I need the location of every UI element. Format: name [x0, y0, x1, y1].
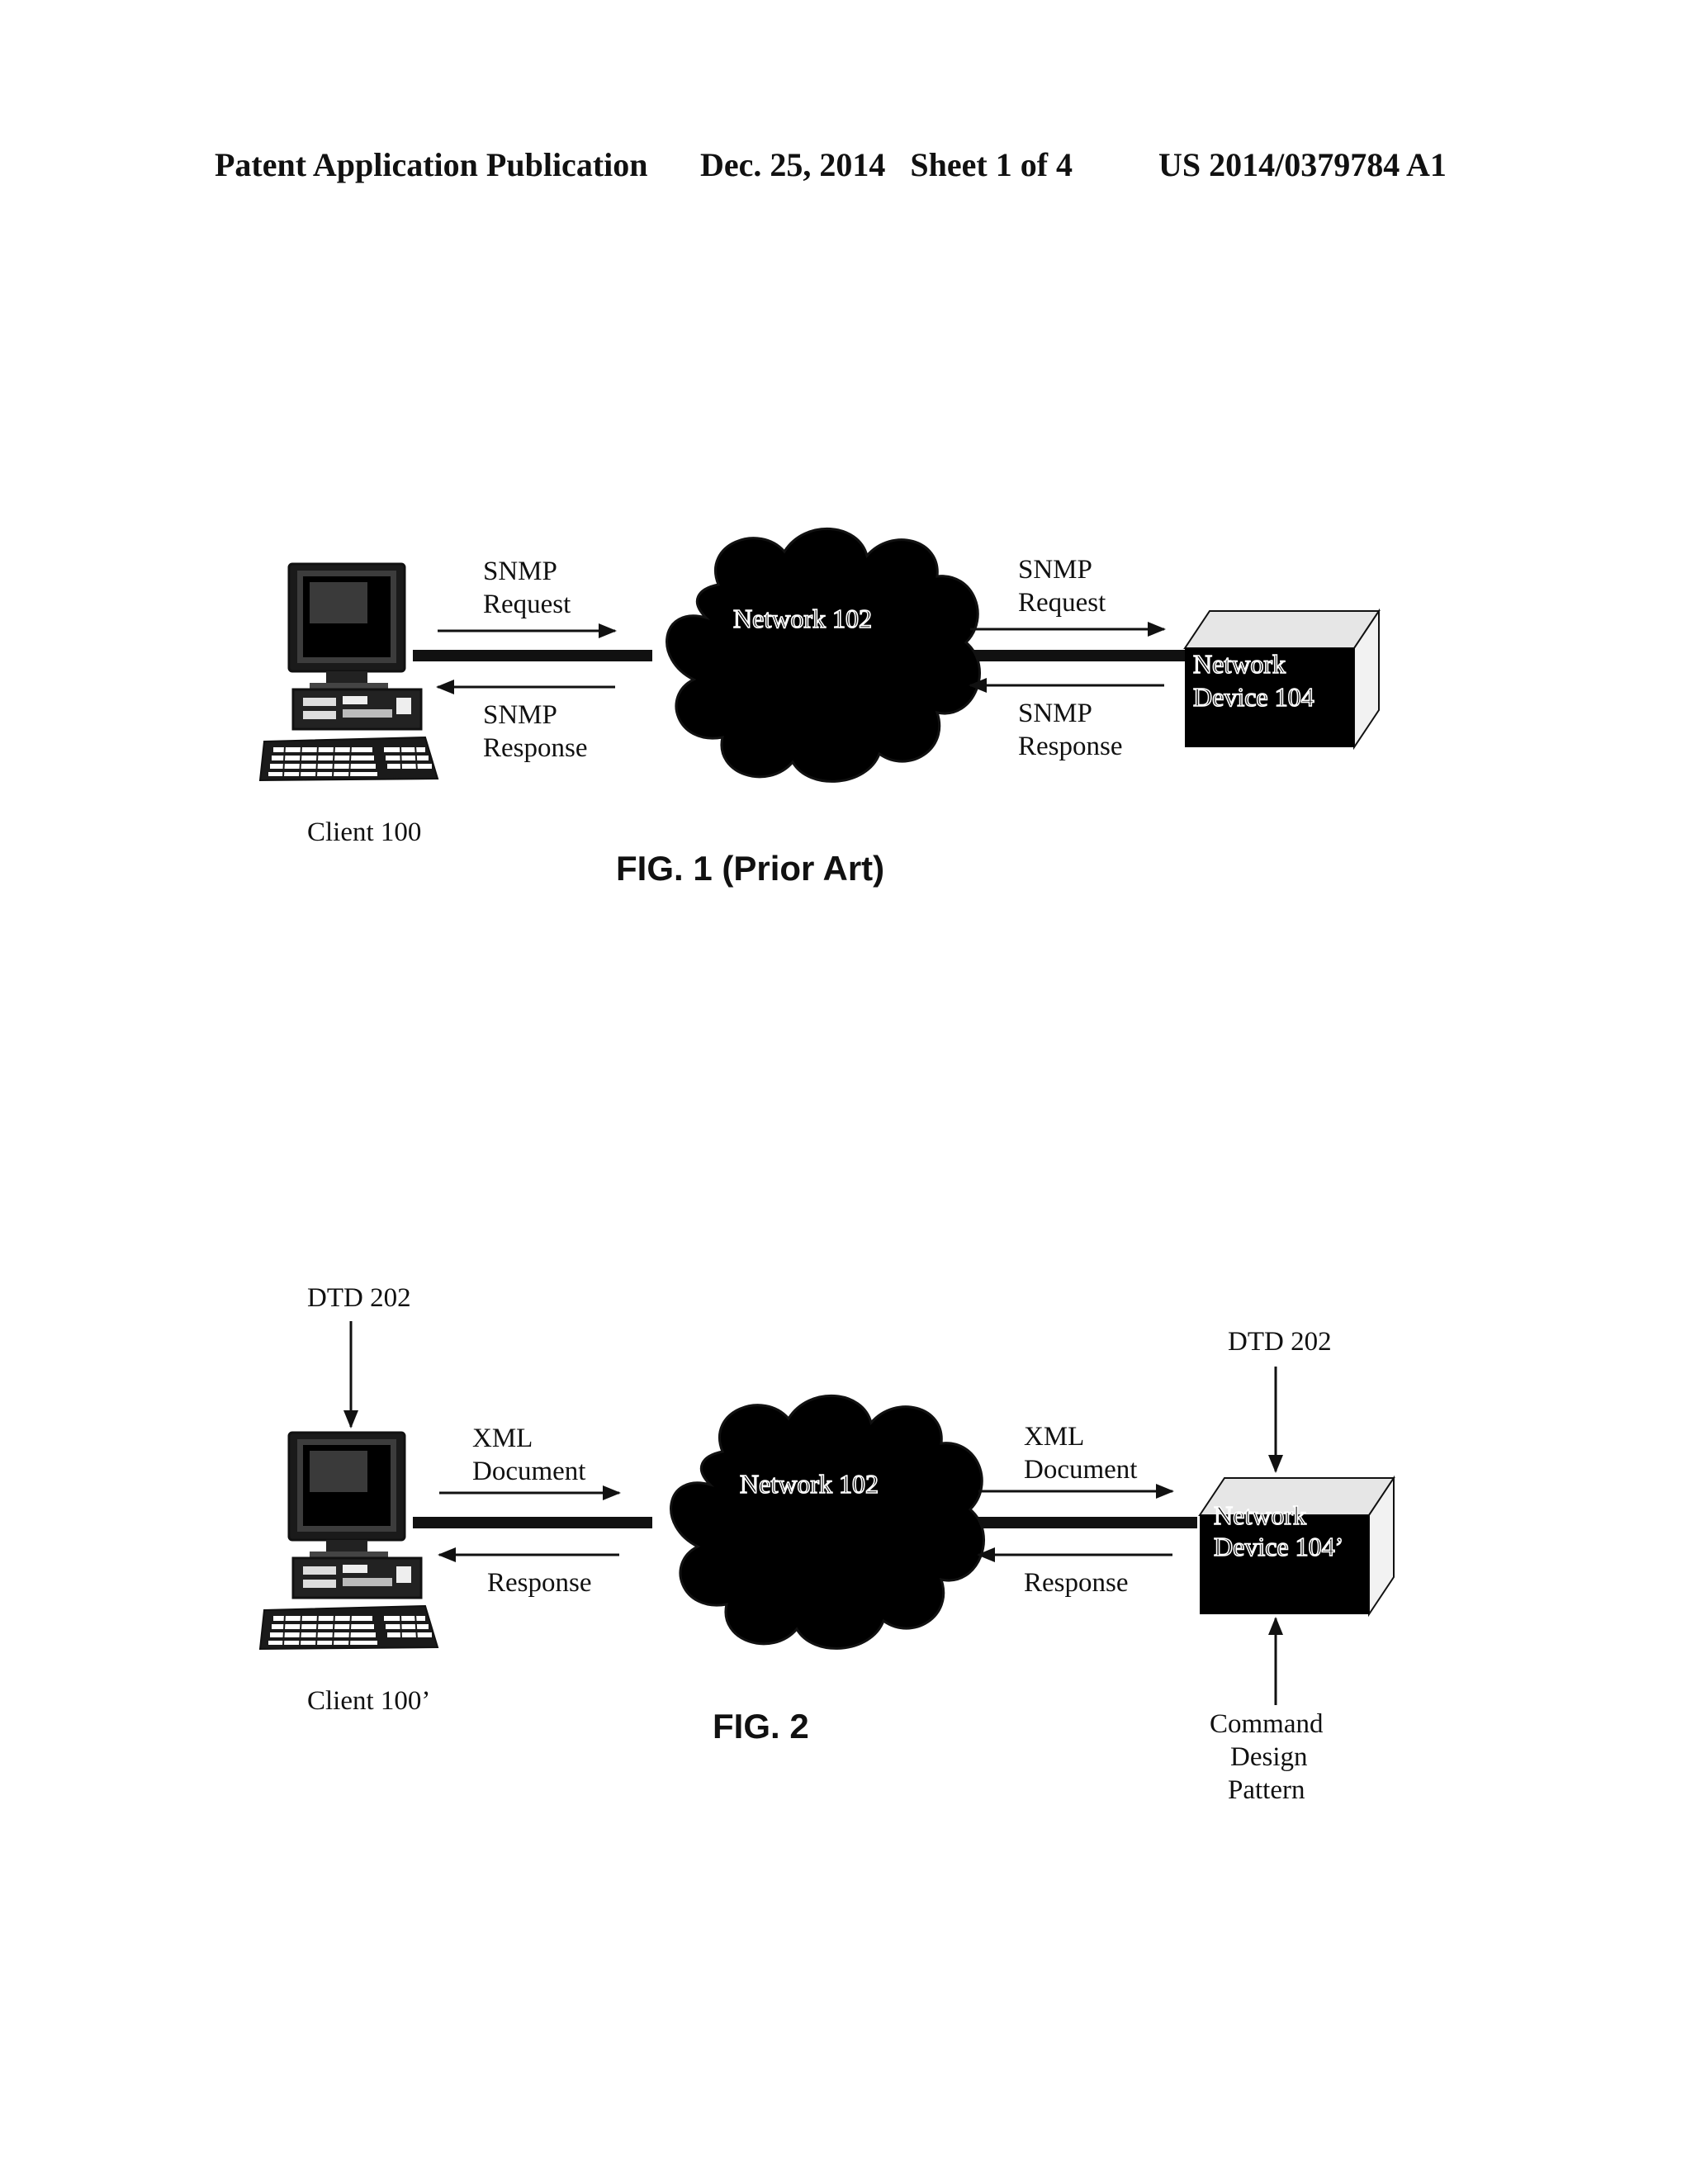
- fig1-right-response-line1: SNMP: [1018, 699, 1092, 728]
- fig1-right-request-line2: Request: [1018, 588, 1106, 618]
- fig2-dtd-right: DTD 202: [1228, 1327, 1332, 1357]
- fig2-dtd-left: DTD 202: [307, 1283, 411, 1313]
- computer-icon: [258, 562, 439, 782]
- fig2-left-response: Response: [487, 1568, 592, 1598]
- fig2-network-label: Network 102: [740, 1469, 879, 1499]
- figure-2: Network 102 Network Device 104’ DTD 202 …: [258, 1283, 1395, 1805]
- fig2-command-line2: Design: [1230, 1742, 1308, 1772]
- fig2-device-line1: Network: [1214, 1500, 1306, 1530]
- header-date-sheet: Dec. 25, 2014 Sheet 1 of 4: [700, 146, 1073, 183]
- header-number: US 2014/0379784 A1: [1158, 146, 1447, 183]
- cloud-icon: [670, 1394, 985, 1650]
- fig2-right-request-line2: Document: [1024, 1455, 1137, 1485]
- fig1-network-label: Network 102: [733, 604, 872, 633]
- fig2-device-line2: Device 104’: [1214, 1532, 1343, 1561]
- fig2-command-line3: Pattern: [1228, 1775, 1305, 1805]
- fig2-right-request-line1: XML: [1024, 1422, 1084, 1452]
- fig1-right-response-line2: Response: [1018, 732, 1123, 761]
- fig2-left-request-line1: XML: [472, 1424, 533, 1453]
- fig1-caption: FIG. 1 (Prior Art): [616, 849, 884, 888]
- computer-icon: [258, 1431, 439, 1651]
- fig1-left-response-line1: SNMP: [483, 700, 557, 730]
- fig1-left-response-line2: Response: [483, 733, 588, 763]
- fig1-left-request-line2: Request: [483, 590, 571, 619]
- fig2-right-response: Response: [1024, 1568, 1129, 1598]
- fig1-device-line2: Device 104: [1193, 682, 1314, 712]
- device-box-icon: [1184, 610, 1380, 748]
- fig1-device-line1: Network: [1193, 649, 1286, 679]
- fig1-left-request-line1: SNMP: [483, 557, 557, 586]
- fig2-left-request-line2: Document: [472, 1457, 585, 1486]
- fig1-client-label: Client 100: [307, 817, 421, 847]
- fig2-left-link: [413, 1517, 652, 1528]
- header-publication: Patent Application Publication: [215, 146, 648, 183]
- fig2-right-link: [958, 1517, 1197, 1528]
- fig1-right-request-line1: SNMP: [1018, 555, 1092, 585]
- fig2-client-label: Client 100’: [307, 1686, 430, 1716]
- cloud-icon: [666, 527, 981, 783]
- fig2-command-line1: Command: [1210, 1709, 1324, 1739]
- fig2-caption: FIG. 2: [713, 1707, 809, 1746]
- figure-1: Network 102 Network Device 104 SNMP Requ…: [258, 527, 1380, 888]
- fig1-left-link: [413, 650, 652, 661]
- fig1-right-link: [950, 650, 1185, 661]
